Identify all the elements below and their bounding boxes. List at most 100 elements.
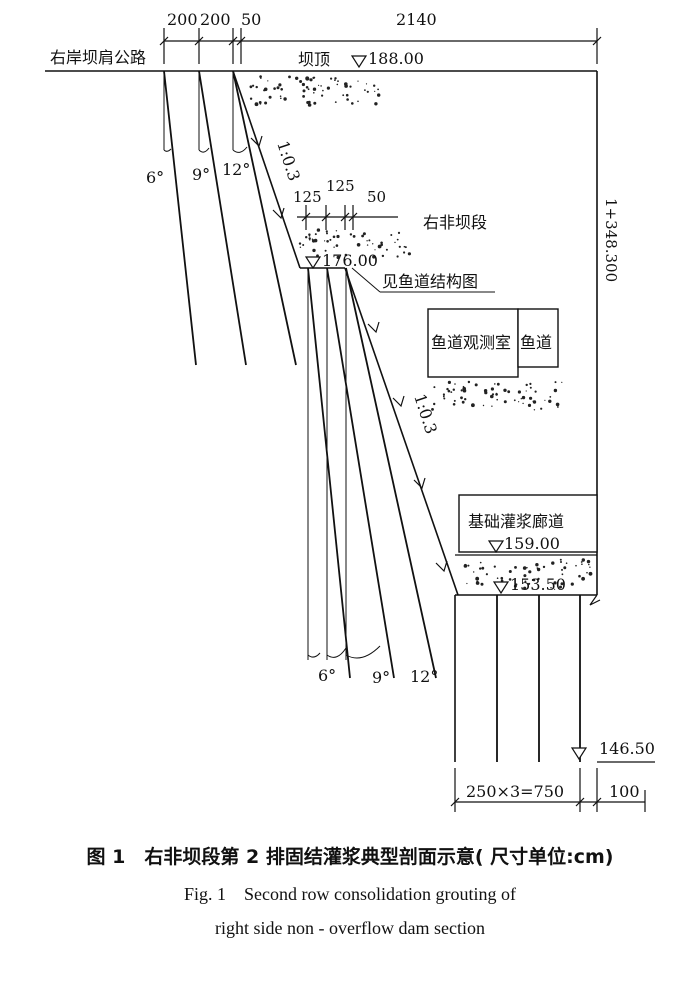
concrete-dot [326,240,329,243]
dim-berm-2: 125 [326,177,355,195]
concrete-dot [462,388,467,393]
concrete-dot [249,97,253,100]
concrete-dot [561,573,564,576]
concrete-dot [324,249,327,252]
concrete-dot [528,582,531,585]
concrete-dot [514,566,517,569]
concrete-dot [446,387,449,391]
concrete-dot [352,235,356,238]
concrete-dot [349,85,352,88]
concrete-dot [377,244,382,249]
concrete-dot [278,83,282,87]
concrete-dot [460,389,463,392]
concrete-dot [252,84,255,87]
concrete-dot [309,78,313,82]
concrete-dot [336,255,340,260]
concrete-dot [560,582,564,586]
concrete-dot [357,100,359,103]
bottom-dimension-chain [450,768,646,812]
concrete-dot [344,84,348,88]
concrete-dot [312,87,317,91]
concrete-dot [299,80,303,83]
concrete-dot [586,571,588,574]
berm-dimension-chain [297,205,398,230]
caption-english-line-2: right side non - overflow dam section [215,918,485,938]
concrete-dot [299,246,302,248]
angle-labels: 6° 9° 12° 6° 9° 12° [146,160,438,687]
concrete-dot [403,245,406,248]
concrete-dot [453,399,456,402]
concrete-dot [357,80,359,82]
concrete-dot [520,398,522,400]
grout-hole [198,70,247,366]
concrete-dot [581,576,585,581]
concrete-dot [431,408,434,411]
slope-upper-label: 1:0.3 [273,138,304,183]
concrete-dot [321,94,324,97]
concrete-dot [326,86,330,90]
concrete-dot [334,101,337,103]
fishway-leader [351,267,495,293]
concrete-dot [482,404,485,407]
concrete-hatching [249,75,593,590]
concrete-dot [398,245,401,248]
concrete-dot [548,399,552,403]
concrete-dot [490,394,494,399]
concrete-dot [513,399,516,402]
dim-top-4: 2140 [396,10,437,29]
concrete-dot [522,402,524,405]
concrete-dot [532,578,536,582]
concrete-dot [495,393,498,396]
concrete-dot [311,238,314,240]
concrete-dot [249,85,253,89]
angle-lower-2: 9° [372,668,390,687]
concrete-dot [553,388,558,393]
concrete-dot [366,244,369,246]
concrete-dot [473,571,475,573]
concrete-dot [366,90,369,93]
concrete-dot [447,380,451,384]
grout-hole [326,267,395,679]
concrete-dot [273,87,276,90]
dim-top-2: 200 [200,10,231,29]
concrete-dot [362,255,364,257]
elevation-berm: 176.00 [322,251,378,270]
concrete-dot [521,395,526,400]
concrete-dot [532,400,537,404]
concrete-dot [373,84,376,87]
concrete-dot [433,402,436,406]
concrete-dot [308,237,311,240]
concrete-dot [305,76,310,81]
concrete-dot [316,228,321,232]
concrete-dot [471,403,475,408]
concrete-dot [555,402,560,407]
dim-top-3: 50 [241,10,261,29]
concrete-dot [336,83,339,86]
concrete-dot [374,102,378,106]
concrete-dot [349,233,353,236]
concrete-dot [523,574,527,578]
concrete-dot [553,581,557,585]
concrete-dot [542,565,546,569]
concrete-dot [397,231,401,234]
concrete-dot [362,232,366,236]
concrete-dot [394,241,396,244]
concrete-dot [295,76,299,81]
concrete-dot [280,97,282,100]
concrete-dot [490,387,494,391]
concrete-dot [525,390,527,392]
concrete-dot [529,396,533,400]
concrete-dot [372,243,374,245]
concrete-dot [518,401,520,403]
elevation-triangle-icon [570,747,588,761]
concrete-dot [537,577,540,581]
angle-upper-1: 6° [146,168,164,187]
concrete-dot [534,390,537,393]
concrete-dot [276,86,280,90]
grout-hole [232,70,297,366]
concrete-dot [493,565,496,568]
concrete-dot [330,77,333,80]
concrete-dot [267,80,269,82]
elevation-labels: 188.00 176.00 159.00 153.50 146.50 [322,49,655,758]
concrete-dot [557,406,559,408]
